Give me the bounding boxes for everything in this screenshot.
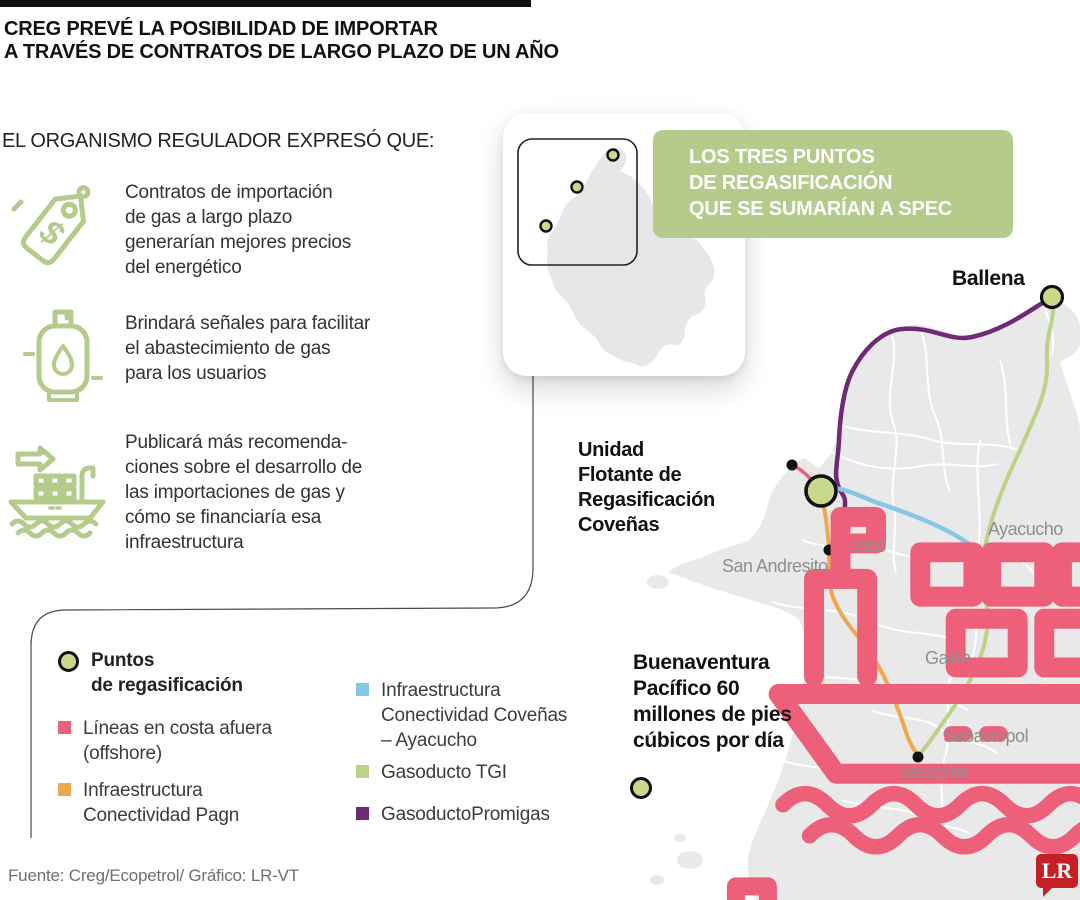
legend-swatch-covenas-ayacucho — [356, 683, 369, 696]
lr-logo: LR — [1036, 854, 1078, 897]
cargo-ship-icon — [8, 445, 106, 539]
price-tag-icon: $ — [11, 185, 91, 266]
ballena-label: Ballena — [952, 267, 1025, 290]
legend-swatch-pagn — [58, 783, 71, 796]
vasconia-label: Vasconia — [899, 762, 968, 782]
dot-floating-unit — [786, 459, 798, 471]
legend-swatch-offshore — [58, 721, 71, 734]
legend-swatch-promigas — [356, 807, 369, 820]
san-andresito-label: San Andresito — [722, 556, 828, 576]
point-covenas — [804, 474, 838, 508]
gas-cylinder-icon — [23, 309, 103, 402]
locator-point — [570, 180, 584, 194]
sebastopol-label: Sebastopol — [943, 726, 1029, 746]
source-text: Fuente: Creg/Ecopetrol/ Gráfico: LR-VT — [8, 866, 299, 885]
lr-logo-tail — [1043, 886, 1054, 897]
point-ballena — [1039, 284, 1065, 310]
route-promigas — [828, 294, 1055, 551]
legend-label: Infraestructura Conectividad Coveñas – A… — [381, 680, 568, 751]
intro-heading: EL ORGANISMO REGULADOR EXPRESÓ QUE: — [2, 130, 435, 152]
callout-box: LOS TRES PUNTOS DE REGASIFICACIÓN QUE SE… — [653, 130, 1013, 238]
galan-label: Galán — [925, 648, 971, 668]
jobo-label: Jobo — [849, 536, 887, 556]
top-accent-bar — [0, 0, 531, 7]
point-buenaventura — [630, 777, 652, 799]
legend-item: Líneas en costa afuera (offshore) — [58, 716, 272, 766]
legend-swatch-tgi — [356, 765, 369, 778]
colombia-silhouette — [546, 147, 715, 367]
islands — [647, 575, 703, 885]
legend-label: Líneas en costa afuera (offshore) — [83, 718, 272, 764]
dot-vasconia — [912, 751, 924, 763]
covenas-unit-label: Unidad Flotante de Regasificación Coveña… — [578, 439, 715, 536]
legend-item: Infraestructura Conectividad Pagn — [58, 778, 239, 828]
locator-point — [606, 148, 620, 162]
lr-logo-text: LR — [1041, 858, 1073, 883]
legend-item: Gasoducto TGI — [356, 760, 507, 785]
bullet-text: Brindará señales para facilitar el abast… — [125, 313, 371, 384]
locator-frame — [517, 138, 638, 266]
legend-item: Puntos de regasificación — [58, 648, 243, 698]
legend-swatch-regasification-point — [58, 651, 79, 672]
legend-item: GasoductoPromigas — [356, 802, 550, 827]
bullet-item — [6, 440, 112, 545]
legend-label: Puntos de regasificación — [91, 650, 243, 696]
legend-label: Gasoducto TGI — [381, 762, 507, 783]
legend-label: Infraestructura Conectividad Pagn — [83, 780, 240, 826]
buenaventura-label: Buenaventura Pacífico 60 millones de pie… — [633, 651, 792, 752]
colombia-locator-map — [517, 138, 715, 367]
main-map — [630, 284, 1080, 900]
bullet-text: Publicará más recomenda- ciones sobre el… — [125, 432, 363, 553]
locator-point — [539, 219, 553, 233]
legend-item: Infraestructura Conectividad Coveñas – A… — [356, 678, 567, 753]
bullet-item — [22, 298, 108, 413]
bullet-item: $ — [8, 176, 106, 279]
legend-label: GasoductoPromigas — [381, 804, 550, 825]
bullet-text: Contratos de importación de gas a largo … — [125, 182, 352, 278]
page-title: CREG PREVÉ LA POSIBILIDAD DE IMPORTAR A … — [4, 18, 559, 63]
ayacucho-label: Ayacucho — [988, 519, 1063, 539]
